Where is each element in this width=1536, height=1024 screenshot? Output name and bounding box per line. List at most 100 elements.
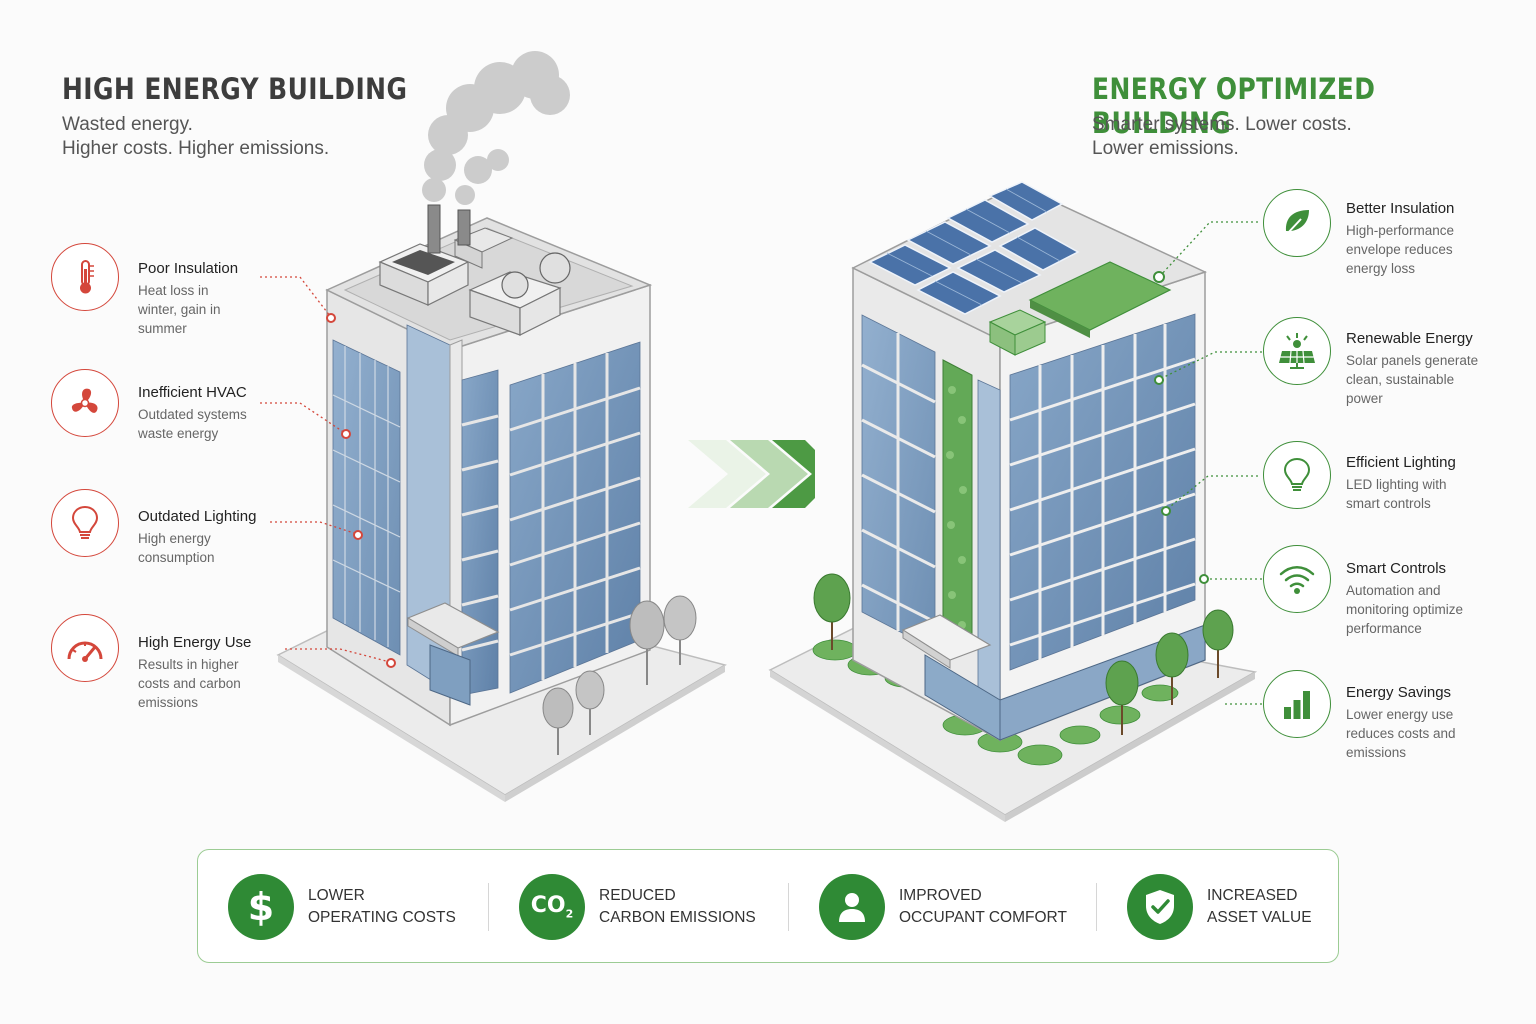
benefit-line-2: OCCUPANT COMFORT <box>899 909 1067 926</box>
feature-poor-insulation: Poor Insulation Heat loss in winter, gai… <box>138 259 348 338</box>
light-bulb-icon <box>1263 441 1331 509</box>
feature-desc: LED lighting with smart controls <box>1346 475 1536 513</box>
feature-desc-line: monitoring optimize <box>1346 602 1464 617</box>
benefit-text: REDUCED CARBON EMISSIONS <box>599 885 756 929</box>
right-title: ENERGY OPTIMIZED BUILDING <box>1092 72 1376 140</box>
feature-name: Renewable Energy <box>1346 330 1473 347</box>
thermometer-icon <box>51 243 119 311</box>
feature-desc-line: clean, sustainable <box>1346 372 1455 387</box>
benefit-text: INCREASED ASSET VALUE <box>1207 885 1312 929</box>
dollar-glyph: $ <box>247 885 275 929</box>
feature-desc-line: reduces costs and <box>1346 726 1456 741</box>
right-subtitle: Smarter systems. Lower costs. Lower emis… <box>1092 113 1352 161</box>
feature-desc-line: performance <box>1346 621 1422 636</box>
transition-arrows <box>688 440 815 508</box>
feature-inefficient-hvac: Inefficient HVAC Outdated systems waste … <box>138 383 348 443</box>
feature-desc-line: power <box>1346 391 1383 406</box>
fan-icon <box>51 369 119 437</box>
benefit-line-2: ASSET VALUE <box>1207 909 1312 926</box>
left-subtitle-line-1: Wasted energy. <box>62 114 193 135</box>
feature-desc: Outdated systems waste energy <box>138 405 348 443</box>
feature-desc-line: smart controls <box>1346 496 1431 511</box>
left-rooftop-hvac <box>378 204 571 336</box>
benefit-line-1: INCREASED <box>1207 887 1298 904</box>
benefit-divider <box>788 883 789 931</box>
co2-subscript: 2 <box>565 907 574 921</box>
feature-desc-line: consumption <box>138 550 215 565</box>
feature-desc: Automation and monitoring optimize perfo… <box>1346 581 1536 638</box>
smoke-plume <box>422 51 570 205</box>
gauge-icon <box>51 614 119 682</box>
feature-desc: High-performance envelope reduces energy… <box>1346 221 1536 278</box>
feature-desc-line: Outdated systems <box>138 407 247 422</box>
co2-icon: CO2 <box>519 874 585 940</box>
feature-desc-line: High energy <box>138 531 211 546</box>
feature-desc-line: emissions <box>1346 745 1407 760</box>
feature-desc-line: costs and carbon <box>138 676 241 691</box>
feature-desc-line: summer <box>138 321 187 336</box>
feature-desc-line: Results in higher <box>138 657 239 672</box>
feature-name: High Energy Use <box>138 634 252 651</box>
bar-chart-icon <box>1263 670 1331 738</box>
feature-desc-line: winter, gain in <box>138 302 221 317</box>
left-callout-lines <box>260 276 391 663</box>
feature-high-energy-use: High Energy Use Results in higher costs … <box>138 633 348 712</box>
feature-name: Outdated Lighting <box>138 508 257 525</box>
high-energy-building <box>276 51 727 802</box>
benefits-bar: $ LOWER OPERATING COSTS CO2 REDUCED CARB… <box>197 849 1339 963</box>
left-subtitle: Wasted energy. Higher costs. Higher emis… <box>62 113 329 161</box>
feature-name: Poor Insulation <box>138 260 239 277</box>
solar-panel-icon <box>1263 317 1331 385</box>
feature-energy-savings: Energy Savings Lower energy use reduces … <box>1346 683 1536 762</box>
feature-name: Inefficient HVAC <box>138 384 247 401</box>
right-subtitle-line-2: Lower emissions. <box>1092 138 1239 159</box>
benefit-lower-operating-costs: $ LOWER OPERATING COSTS <box>228 850 456 964</box>
left-subtitle-line-2: Higher costs. Higher emissions. <box>62 138 330 159</box>
feature-desc-line: envelope reduces <box>1346 242 1453 257</box>
feature-desc: Heat loss in winter, gain in summer <box>138 281 348 338</box>
feature-efficient-lighting: Efficient Lighting LED lighting with sma… <box>1346 453 1536 513</box>
benefit-divider <box>1096 883 1097 931</box>
wifi-icon <box>1263 545 1331 613</box>
feature-name: Efficient Lighting <box>1346 454 1456 471</box>
right-subtitle-line-1: Smarter systems. Lower costs. <box>1092 114 1352 135</box>
left-grey-trees <box>542 595 697 755</box>
energy-optimized-building <box>768 181 1258 822</box>
benefit-line-2: CARBON EMISSIONS <box>599 909 756 926</box>
feature-name: Smart Controls <box>1346 560 1447 577</box>
feature-name: Energy Savings <box>1346 684 1452 701</box>
shield-check-icon <box>1127 874 1193 940</box>
feature-desc-line: LED lighting with <box>1346 477 1447 492</box>
left-title: HIGH ENERGY BUILDING <box>62 72 408 106</box>
benefit-reduced-carbon-emissions: CO2 REDUCED CARBON EMISSIONS <box>519 850 756 964</box>
benefit-line-2: OPERATING COSTS <box>308 909 456 926</box>
feature-desc-line: Solar panels generate <box>1346 353 1479 368</box>
feature-desc: Solar panels generate clean, sustainable… <box>1346 351 1536 408</box>
feature-desc-line: High-performance <box>1346 223 1455 238</box>
benefit-line-1: LOWER <box>308 887 365 904</box>
feature-smart-controls: Smart Controls Automation and monitoring… <box>1346 559 1536 638</box>
benefit-line-1: IMPROVED <box>899 887 982 904</box>
feature-desc: Results in higher costs and carbon emiss… <box>138 655 348 712</box>
benefit-text: LOWER OPERATING COSTS <box>308 885 456 929</box>
feature-desc-line: waste energy <box>138 426 219 441</box>
feature-desc: Lower energy use reduces costs and emiss… <box>1346 705 1536 762</box>
feature-desc-line: Heat loss in <box>138 283 209 298</box>
feature-name: Better Insulation <box>1346 200 1455 217</box>
leaf-icon <box>1263 189 1331 257</box>
feature-outdated-lighting: Outdated Lighting High energy consumptio… <box>138 507 348 567</box>
dollar-icon: $ <box>228 874 294 940</box>
feature-better-insulation: Better Insulation High-performance envel… <box>1346 199 1536 278</box>
feature-desc-line: energy loss <box>1346 261 1416 276</box>
benefit-increased-asset-value: INCREASED ASSET VALUE <box>1127 850 1312 964</box>
person-icon <box>819 874 885 940</box>
feature-desc-line: emissions <box>138 695 199 710</box>
feature-renewable-energy: Renewable Energy Solar panels generate c… <box>1346 329 1536 408</box>
co2-glyph: CO <box>530 892 566 918</box>
feature-desc-line: Lower energy use <box>1346 707 1454 722</box>
benefit-text: IMPROVED OCCUPANT COMFORT <box>899 885 1067 929</box>
green-trees <box>813 573 1234 735</box>
feature-desc-line: Automation and <box>1346 583 1441 598</box>
benefit-divider <box>488 883 489 931</box>
